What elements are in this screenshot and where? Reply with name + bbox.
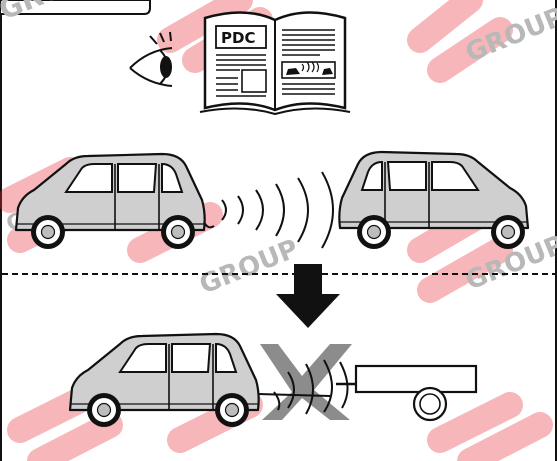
cross-icon — [260, 344, 352, 420]
watermark-text: GROUP — [195, 234, 302, 301]
trailer — [336, 366, 476, 420]
manual-label: PDC — [221, 29, 255, 47]
open-book-icon: PDC — [200, 12, 350, 114]
car-with-trailer — [70, 334, 259, 427]
sensor-signal-waves — [222, 172, 333, 248]
